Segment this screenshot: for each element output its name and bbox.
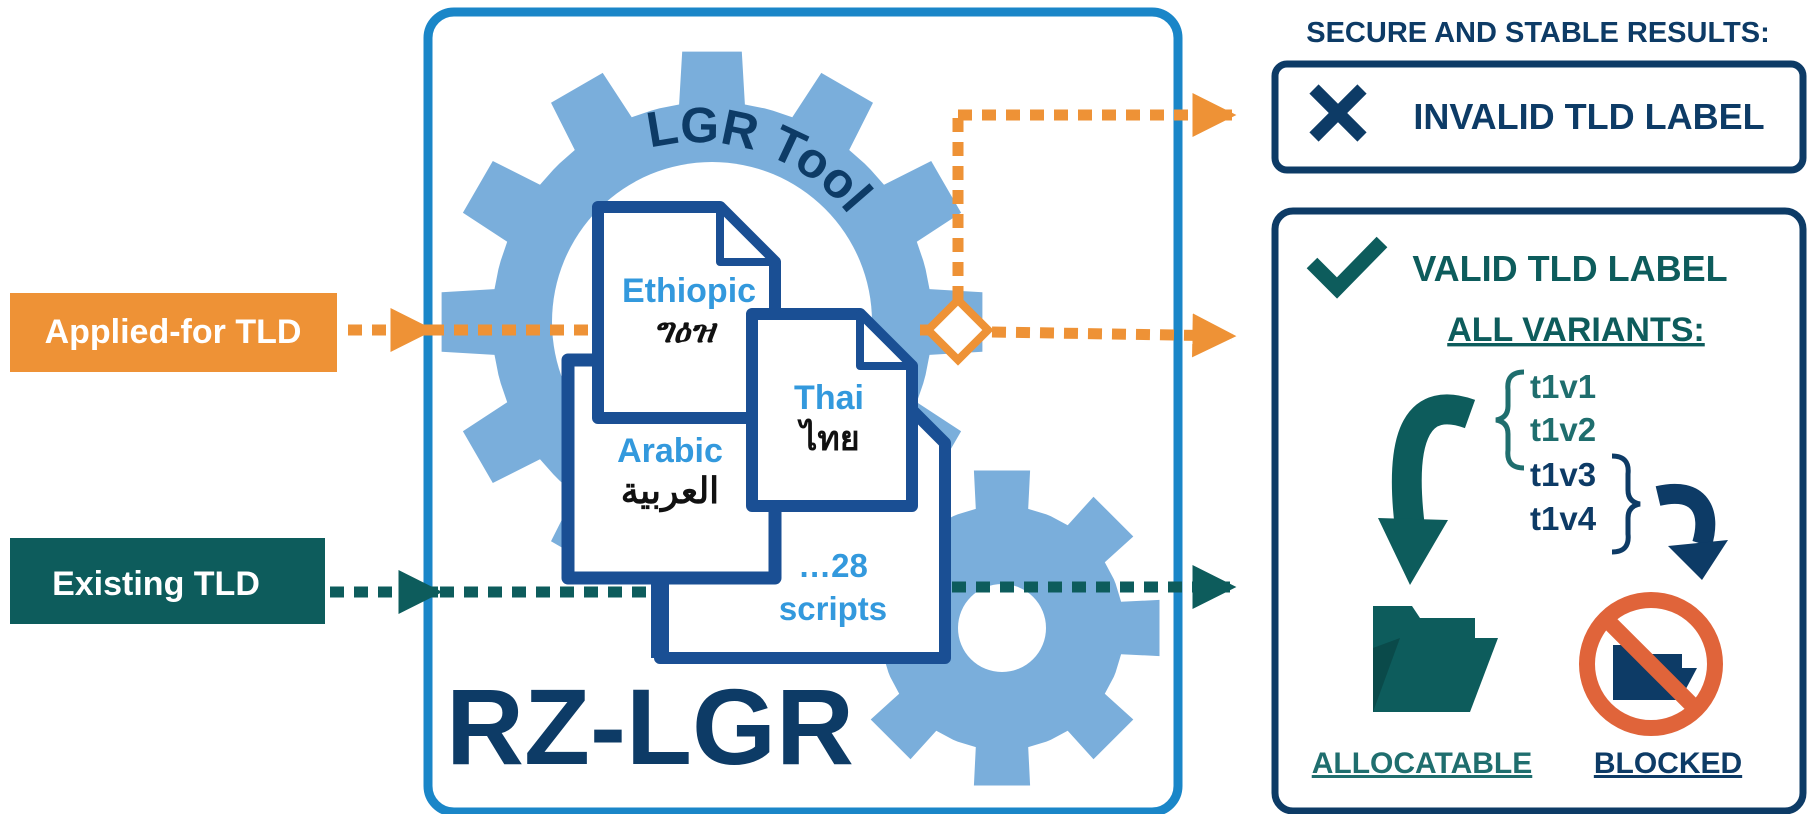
brace-icon — [1495, 369, 1525, 471]
invalid-result-box — [1271, 60, 1807, 174]
curved-arrow-icon — [1378, 394, 1476, 585]
variant-item: t1v2 — [1530, 411, 1596, 448]
document-icon — [746, 308, 918, 512]
variants-heading: ALL VARIANTS: — [1447, 311, 1705, 349]
arabic-name: Arabic — [617, 432, 723, 470]
invalid-label: INVALID TLD LABEL — [1413, 96, 1764, 137]
arabic-native: العربية — [621, 470, 719, 513]
blocked-icon — [1579, 592, 1723, 736]
x-icon — [1309, 84, 1367, 142]
document-icon — [592, 201, 781, 424]
check-icon — [1306, 236, 1388, 299]
valid-label: VALID TLD LABEL — [1412, 248, 1727, 289]
decision-diamond — [922, 294, 994, 366]
more-scripts-count: …28 — [798, 547, 868, 584]
existing-tld-label: Existing TLD — [52, 565, 260, 603]
results-heading: SECURE AND STABLE RESULTS: — [1306, 17, 1769, 49]
applied-tld-box — [10, 293, 337, 372]
variant-item: t1v3 — [1530, 456, 1596, 493]
more-scripts-label: scripts — [779, 590, 887, 627]
valid-arrow — [991, 313, 1237, 358]
thai-name: Thai — [794, 379, 864, 417]
blocked-label: BLOCKED — [1594, 747, 1742, 780]
applied-tld-label: Applied-for TLD — [45, 313, 302, 351]
brace-icon — [1611, 453, 1641, 555]
thai-native: ไทย — [797, 418, 859, 459]
existing-tld-box — [10, 538, 325, 624]
ethiopic-native: ግዕዝ — [654, 311, 719, 351]
ethiopic-name: Ethiopic — [622, 272, 756, 310]
variant-item: t1v1 — [1530, 368, 1596, 405]
rz-lgr-title: RZ-LGR — [446, 666, 854, 787]
curved-arrow-icon — [1655, 483, 1728, 580]
folder-icon — [1373, 606, 1498, 712]
variant-item: t1v4 — [1530, 500, 1597, 537]
allocatable-label: ALLOCATABLE — [1312, 747, 1533, 780]
